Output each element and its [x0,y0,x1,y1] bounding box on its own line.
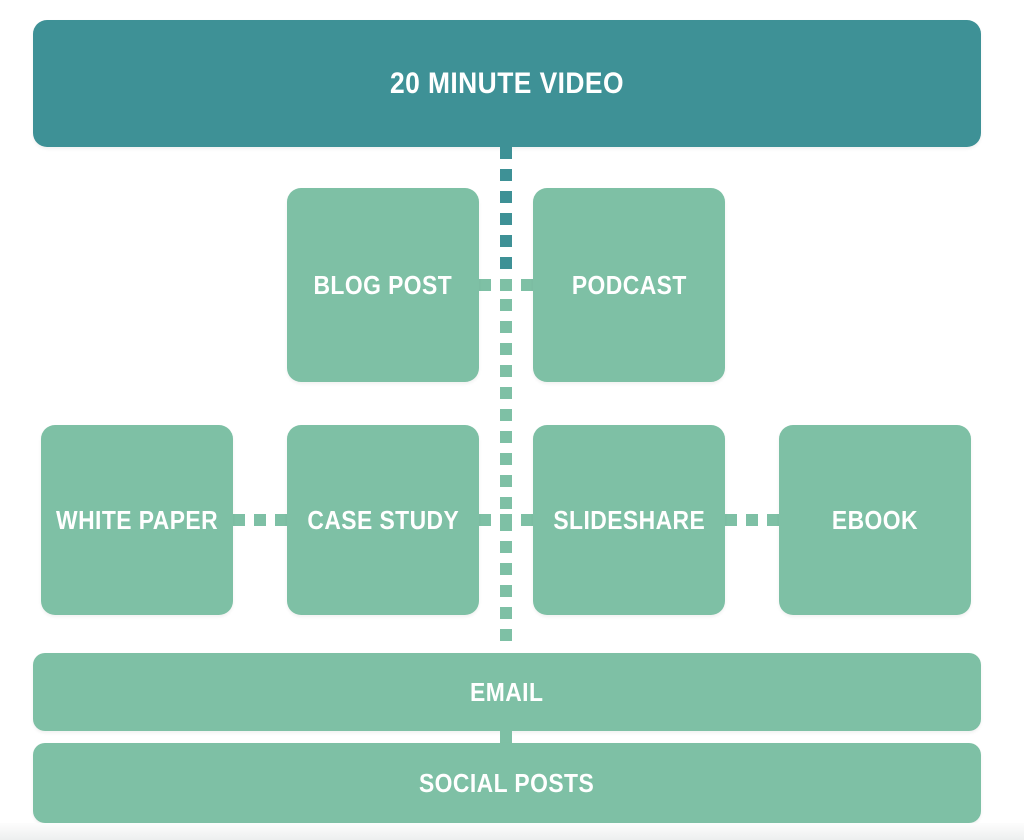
dashed-connector-blog-podcast [479,279,533,291]
node-label: SLIDESHARE [553,504,705,535]
node-ebook: EBOOK [779,425,971,615]
node-label: BLOG POST [313,269,453,300]
node-20-minute-video: 20 MINUTE VIDEO [33,20,981,147]
dashed-connector-whitepaper-casestudy [233,514,287,526]
node-case-study: CASE STUDY [287,425,479,615]
node-slideshare: SLIDESHARE [533,425,725,615]
node-label: PODCAST [571,269,687,300]
dashed-connector-vertical-green [500,299,512,650]
page-footer-gradient [0,823,1024,840]
dashed-connector-vertical-teal [500,147,512,279]
node-white-paper: WHITE PAPER [41,425,233,615]
node-label: WHITE PAPER [55,504,219,535]
dashed-connector-casestudy-slideshare [479,514,533,526]
node-podcast: PODCAST [533,188,725,382]
node-label: SOCIAL POSTS [419,767,595,798]
node-email: EMAIL [33,653,981,731]
dashed-connector-email-social [500,731,512,743]
dashed-connector-slideshare-ebook [725,514,779,526]
node-social-posts: SOCIAL POSTS [33,743,981,823]
node-label: EBOOK [831,504,919,535]
node-blog-post: BLOG POST [287,188,479,382]
node-label: CASE STUDY [307,504,459,535]
node-label: EMAIL [470,676,544,707]
node-label: 20 MINUTE VIDEO [390,66,624,100]
